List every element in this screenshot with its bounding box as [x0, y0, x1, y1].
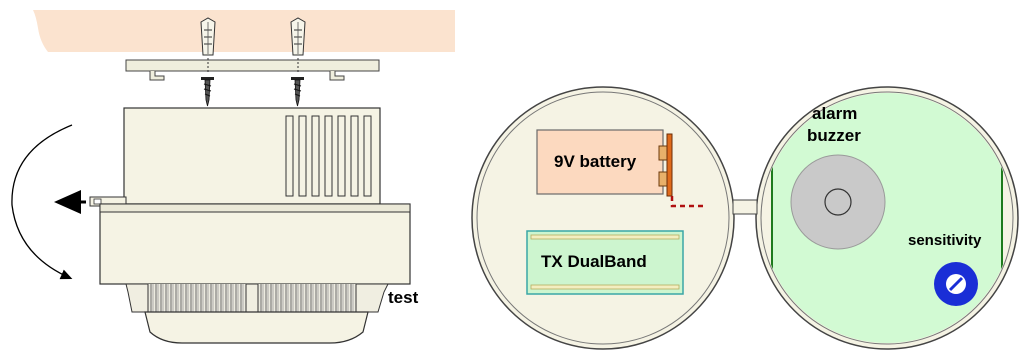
- hinge: [732, 199, 758, 215]
- alarm-label-line2: buzzer: [807, 126, 861, 145]
- sensitivity-label: sensitivity: [908, 232, 982, 249]
- screw-right: [291, 77, 304, 107]
- wall-plug-right: [290, 17, 306, 56]
- ceiling: [33, 10, 455, 52]
- wall-plug-left: [200, 17, 216, 56]
- detector-upper-body: [123, 107, 381, 205]
- sensitivity-knob: [934, 262, 978, 306]
- tx-dualband-board: [526, 230, 684, 295]
- detector-lower-body: [99, 203, 411, 285]
- tx-dualband-label: TX DualBand: [541, 252, 647, 271]
- battery-label: 9V battery: [554, 152, 637, 171]
- mounting-plate: [125, 59, 380, 81]
- alarm-buzzer: [790, 154, 886, 250]
- battery-connector: [666, 133, 673, 197]
- battery: [536, 129, 668, 195]
- battery-wire: [670, 196, 706, 208]
- test-label: test: [388, 288, 419, 307]
- left-circuit-disc: [471, 86, 735, 350]
- bottom-cap: [144, 311, 369, 344]
- screw-left: [201, 77, 214, 107]
- rotation-arrow: [11, 124, 73, 280]
- alarm-label-line1: alarm: [812, 104, 858, 123]
- smoke-chamber-vents: [125, 283, 389, 313]
